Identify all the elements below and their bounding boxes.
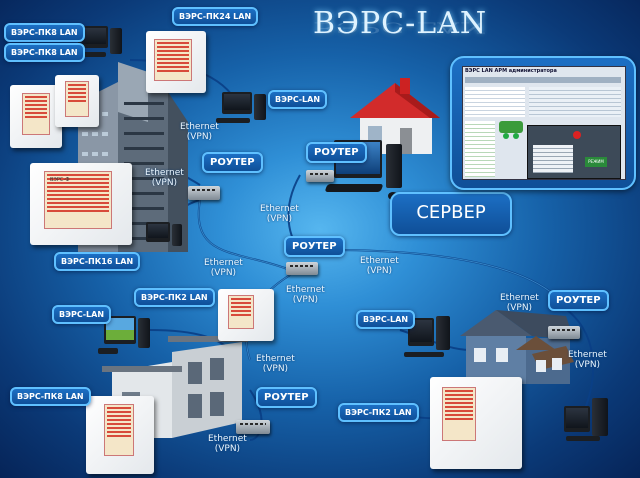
ethernet-office: Ethernet(VPN)	[180, 122, 219, 142]
pk16-panel-text: ВЭРС-Ф	[50, 177, 70, 183]
label-pk2-mid: ВЭРС-ПК2 LAN	[134, 288, 215, 307]
ethernet-house-right-side: Ethernet(VPN)	[568, 350, 607, 370]
center-router	[286, 262, 318, 275]
office-pc-bottom	[146, 222, 190, 250]
pk2-panel-bottom	[430, 377, 522, 469]
label-lan-right: ВЭРС-LAN	[356, 310, 416, 329]
pk8-panel-bottom	[86, 396, 154, 474]
title-reflection: ВЭРС-LAN	[313, 18, 488, 37]
server-label: СЕРВЕР	[390, 192, 512, 236]
label-pk24-top: ВЭРС-ПК24 LAN	[172, 7, 259, 26]
right-house-router	[548, 326, 580, 339]
pk2-panel-mid	[218, 289, 274, 341]
office-router	[188, 186, 220, 200]
label-pk8-second: ВЭРС-ПК8 LAN	[4, 43, 85, 62]
mid-house-router	[236, 420, 270, 434]
ethernet-house-mid-low: Ethernet(VPN)	[208, 434, 247, 454]
ethernet-center-down: Ethernet(VPN)	[286, 285, 325, 305]
label-router-house-right: РОУТЕР	[548, 290, 609, 311]
ethernet-office-pk16: Ethernet(VPN)	[145, 168, 184, 188]
mid-pc	[98, 316, 158, 356]
right-pc-bottom	[562, 398, 618, 444]
label-pk8-bottom: ВЭРС-ПК8 LAN	[10, 387, 91, 406]
label-lan-office: ВЭРС-LAN	[268, 90, 328, 109]
label-pk2-bottom: ВЭРС-ПК2 LAN	[338, 403, 419, 422]
admin-screen-badge: РЕЖИМ	[585, 157, 607, 167]
pk16-panel: ВЭРС-Ф	[30, 163, 132, 245]
label-router-office: РОУТЕР	[202, 152, 263, 173]
label-router-center: РОУТЕР	[284, 236, 345, 257]
pk8-panel-top-left	[10, 85, 62, 148]
office-pc-right	[214, 92, 274, 126]
label-pk8-top: ВЭРС-ПК8 LAN	[4, 23, 85, 42]
office-pc-top	[70, 26, 126, 60]
admin-screen-title: ВЭРС LAN АРМ администратора	[465, 68, 557, 74]
admin-screen-window: ВЭРС LAN АРМ администратора РЕЖИМ	[462, 66, 626, 180]
label-lan-mid: ВЭРС-LAN	[52, 305, 112, 324]
label-pk16: ВЭРС-ПК16 LAN	[54, 252, 141, 271]
label-router-server: РОУТЕР	[306, 142, 367, 163]
ethernet-office-server: Ethernet(VPN)	[260, 204, 299, 224]
ethernet-house-right-top: Ethernet(VPN)	[500, 293, 539, 313]
label-router-house-mid: РОУТЕР	[256, 387, 317, 408]
ethernet-house-mid: Ethernet(VPN)	[256, 354, 295, 374]
ethernet-center-right: Ethernet(VPN)	[360, 256, 399, 276]
admin-screen-callout: ВЭРС LAN АРМ администратора РЕЖИМ	[450, 56, 636, 190]
pk24-panel	[146, 31, 206, 93]
server-router	[306, 170, 334, 182]
ethernet-left-center: Ethernet(VPN)	[204, 258, 243, 278]
pk8-panel-top	[55, 75, 99, 127]
diagram-title: ВЭРС-LAN	[313, 6, 488, 41]
